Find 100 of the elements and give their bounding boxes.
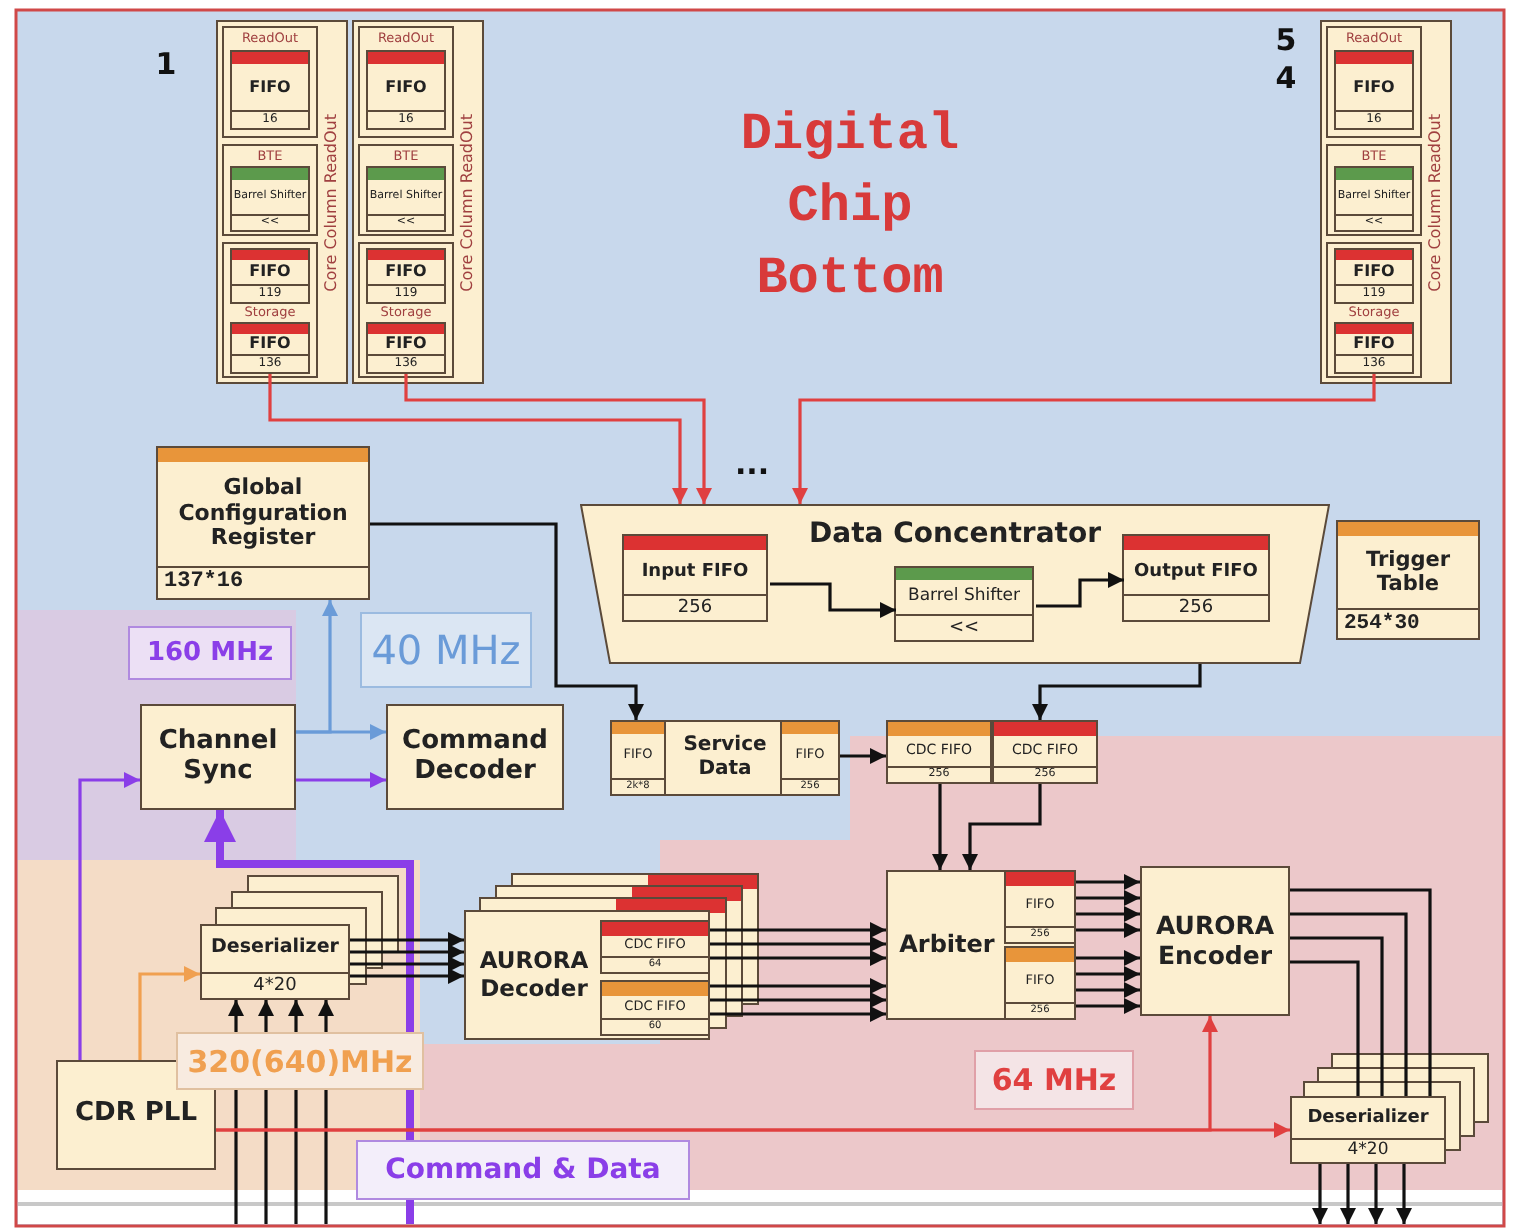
arrow (1036, 572, 1124, 608)
arrow (1396, 1164, 1412, 1224)
size-value: 256 (1124, 593, 1268, 620)
arrow (710, 922, 886, 938)
arrow (268, 374, 688, 504)
diagram-title: Digital Chip Bottom (738, 102, 962, 312)
connector-line (1290, 960, 1360, 1096)
arrow (770, 582, 896, 618)
block-label: FIFO (1351, 334, 1397, 354)
arrow (1076, 998, 1140, 1014)
section-frame (1326, 26, 1422, 138)
block-label: FIFO (383, 260, 429, 284)
block-label: Global Configuration Register (176, 472, 350, 555)
block-label: Deserializer (1305, 1105, 1431, 1132)
size-value: 256 (624, 593, 766, 620)
arrow (138, 966, 200, 1060)
function-block (386, 704, 564, 810)
function-block (464, 910, 710, 1040)
section-frame (1326, 144, 1422, 236)
ellipsis-mark: ... (732, 444, 772, 484)
signal-label: Command & Data (356, 1140, 690, 1200)
fifo-block (366, 248, 446, 304)
column-title: Core Column ReadOut (458, 113, 476, 291)
shifter-block (230, 166, 310, 232)
clock-frequency-label: 40 MHz (360, 612, 532, 688)
shifter-block (366, 166, 446, 232)
shifter-block (1334, 166, 1414, 232)
fifo-block (366, 50, 446, 130)
section-frame (222, 26, 318, 138)
fifo-block (886, 720, 992, 784)
section-frame (1326, 242, 1422, 378)
arrow (1076, 982, 1140, 998)
arrow (840, 748, 886, 764)
fifo-block (1334, 248, 1414, 304)
arrow (1032, 664, 1202, 720)
arrow (962, 784, 1042, 870)
connector-line (1290, 936, 1384, 1096)
fifo-block (230, 322, 310, 374)
arrow (350, 932, 464, 948)
arrow (792, 374, 1376, 504)
arrow (370, 522, 644, 720)
function-block (1290, 1096, 1446, 1164)
fifo-block (600, 920, 710, 974)
block-label: Channel Sync (156, 723, 280, 789)
fifo-block (230, 50, 310, 130)
column-readout-panel (216, 20, 348, 384)
block-label: Barrel Shifter (905, 583, 1023, 610)
block-label: FIFO (383, 75, 429, 100)
fifo-block (1004, 946, 1076, 1020)
block-label: FIFO (383, 334, 429, 354)
fifo-block (1122, 534, 1270, 622)
function-block (1336, 520, 1480, 640)
block-label: FIFO (247, 260, 293, 284)
arrow (710, 1006, 886, 1022)
callout-number: 1 (153, 44, 179, 84)
arrow (710, 978, 886, 994)
shifter-block (894, 566, 1034, 642)
fifo-block (230, 248, 310, 304)
clock-frequency-label: 64 MHz (974, 1050, 1134, 1110)
block-label: FIFO (247, 75, 293, 100)
block-label: Command Decoder (400, 723, 550, 789)
arrow (350, 968, 464, 984)
arrow (1076, 950, 1140, 966)
size-value: << (896, 613, 1032, 640)
clock-frequency-label: 160 MHz (128, 626, 292, 680)
arrow (1076, 906, 1140, 922)
fifo-block (622, 534, 768, 622)
arrow (78, 772, 140, 1060)
function-block (156, 446, 370, 600)
fifo-block (992, 720, 1098, 784)
block-label: FIFO (247, 334, 293, 354)
arrow (296, 772, 386, 788)
arrow (1076, 874, 1140, 890)
block-label: AURORA Decoder (477, 943, 591, 1005)
section-frame (222, 144, 318, 236)
block-label: Arbiter (897, 928, 997, 963)
arrow (1076, 890, 1140, 906)
column-title: Core Column ReadOut (322, 113, 340, 291)
arrow (350, 956, 464, 972)
column-readout-panel (1320, 20, 1452, 384)
arrow (1312, 1164, 1328, 1224)
block-label: AURORA Encoder (1154, 908, 1276, 973)
arrow (710, 950, 886, 966)
fifo-block (780, 720, 840, 796)
fifo-block (366, 322, 446, 374)
arrow (932, 784, 948, 870)
fifo-block (610, 720, 666, 796)
callout-number: 4 (1273, 58, 1299, 98)
fifo-block (600, 980, 710, 1036)
block-label: Output FIFO (1132, 559, 1260, 586)
arrow (710, 936, 886, 952)
connector-line (1290, 912, 1408, 1096)
column-title: Core Column ReadOut (1426, 113, 1444, 291)
size-value: 4*20 (1292, 1137, 1444, 1162)
arrow (296, 724, 386, 740)
column-readout-panel (352, 20, 484, 384)
section-frame (222, 242, 318, 378)
function-block (1140, 866, 1290, 1016)
connector-line (1290, 888, 1432, 1096)
section-frame (358, 144, 454, 236)
